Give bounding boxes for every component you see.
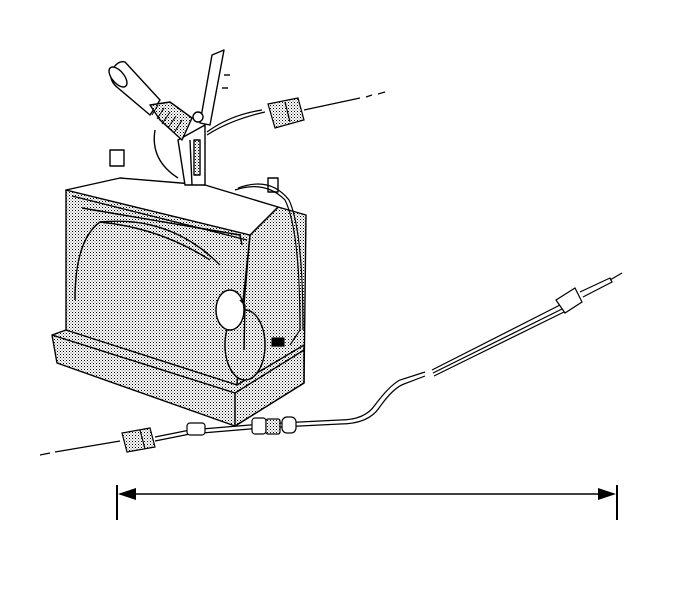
round-grommet	[215, 289, 266, 381]
harness-cable	[39, 272, 623, 456]
upper-wire-connector	[206, 91, 386, 136]
box-top-rim	[65, 177, 279, 236]
arrow-left-icon	[118, 488, 136, 500]
battery-box	[51, 149, 307, 427]
box-base	[51, 329, 305, 427]
box-inner-opening	[81, 207, 243, 246]
dimension-line	[116, 485, 618, 520]
sensor-probe	[108, 49, 230, 186]
side-wire	[234, 183, 304, 347]
arrow-right-icon	[598, 488, 616, 500]
